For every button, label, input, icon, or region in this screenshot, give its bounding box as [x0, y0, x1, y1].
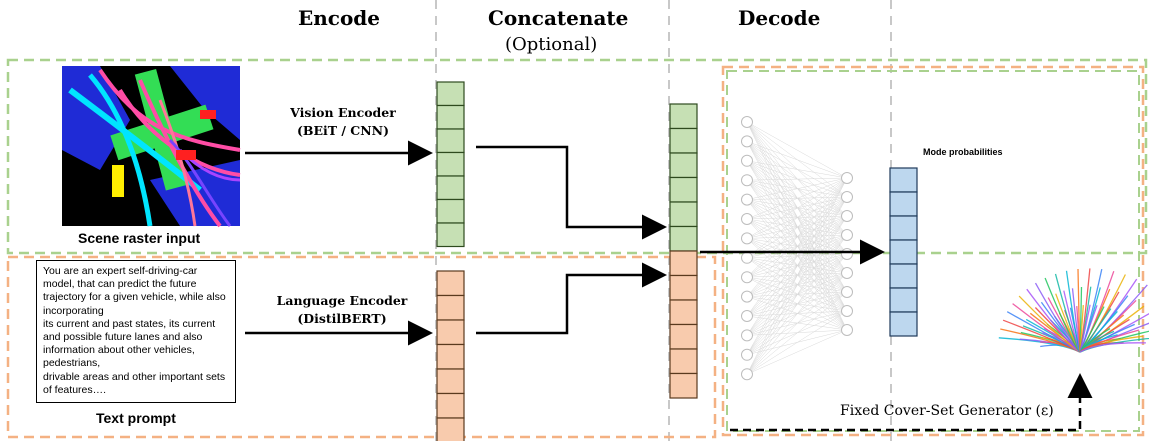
vision-encoder-name: Vision Encoder [290, 105, 396, 120]
concat-vector-orange-cell [669, 274, 698, 301]
text-prompt-caption: Text prompt [96, 410, 176, 426]
vision-vector-cell [436, 151, 465, 177]
network-node [841, 324, 853, 336]
vision-vector-cell [436, 104, 465, 130]
vision-vector-cell [436, 81, 465, 107]
network-node [841, 172, 853, 184]
language-encoder-label: Language Encoder (DistilBERT) [262, 292, 422, 328]
language-vector-cell [436, 294, 465, 321]
network-node [841, 305, 853, 317]
vision-vector-cell [436, 175, 465, 201]
concat-vector-orange-cell [669, 299, 698, 326]
scene-raster-image [62, 66, 241, 228]
mode-vector-cell [889, 215, 918, 241]
decoder-network [741, 116, 853, 381]
concat-vector-orange-cell [669, 250, 698, 277]
language-vector-cell [436, 319, 465, 346]
mode-vector-cell [889, 311, 918, 337]
language-vector-cell [436, 417, 465, 441]
header-optional: (Optional) [505, 34, 598, 55]
concat-vector-orange-cell [669, 323, 698, 350]
language-encoder-name: Language Encoder [276, 293, 408, 308]
network-node [741, 154, 753, 167]
header-decode: Decode [738, 6, 821, 30]
flow-arrows [245, 140, 1093, 432]
vision-vector-cell [436, 128, 465, 154]
network-node [841, 267, 853, 279]
mode-vector-cell [889, 239, 918, 265]
network-node [741, 213, 753, 225]
generator-label: Fixed Cover-Set Generator (ε) [840, 403, 1054, 419]
network-node [841, 229, 853, 241]
network-node [741, 310, 753, 322]
network-node [741, 251, 753, 264]
mode-vector-cell [889, 191, 918, 217]
language-embedding-vector [436, 270, 465, 441]
arrow-generator-feedback [730, 373, 1093, 432]
language-vector-cell [436, 368, 465, 395]
network-node [741, 135, 753, 148]
network-node [841, 248, 853, 260]
network-node [741, 232, 753, 245]
arrow-vision-to-concat [476, 145, 667, 240]
concat-vector-orange-cell [669, 372, 698, 399]
network-node [741, 116, 753, 128]
language-branch-box [6, 255, 717, 439]
mode-vector-cell [889, 167, 918, 193]
text-prompt-box: You are an expert self-driving-car model… [36, 260, 236, 403]
network-node [741, 348, 753, 361]
vision-encoder-model: (BEiT / CNN) [296, 123, 390, 138]
trajectory-fan-image [998, 268, 1149, 353]
vision-vector-cell [436, 198, 465, 224]
mode-vector-cell [889, 287, 918, 313]
network-node [841, 210, 853, 222]
concat-vector-green-cell [669, 103, 698, 130]
vision-encoder-label: Vision Encoder (BEiT / CNN) [268, 104, 418, 140]
mode-vector-cell [889, 263, 918, 289]
vision-vector-cell [436, 222, 465, 248]
vision-embedding-vector [436, 81, 465, 248]
network-node [841, 286, 853, 298]
mode-probabilities-label: Mode probabilities [923, 147, 1003, 157]
concat-vector-green-cell [669, 152, 698, 179]
language-vector-cell [436, 270, 465, 297]
network-node [741, 174, 753, 187]
language-vector-cell [436, 343, 465, 370]
scene-raster-caption: Scene raster input [78, 230, 201, 246]
concat-vector-green-cell [669, 201, 698, 228]
network-node [741, 193, 753, 206]
concat-vector-green-cell [669, 127, 698, 154]
language-vector-cell [436, 392, 465, 419]
arrow-language-to-concat [476, 262, 667, 335]
network-node [841, 191, 853, 203]
vision-branch-box [6, 58, 1148, 255]
concat-vector-green-cell [669, 176, 698, 203]
language-encoder-model: (DistilBERT) [297, 311, 387, 326]
concat-vector-orange-cell [669, 348, 698, 375]
network-node [741, 329, 753, 342]
network-node [741, 290, 753, 303]
header-encode: Encode [298, 6, 381, 30]
concatenated-vector [669, 103, 698, 399]
mode-probabilities-vector [889, 167, 918, 337]
network-node [741, 271, 753, 284]
network-node [741, 368, 753, 381]
concat-vector-green-cell [669, 225, 698, 252]
header-concatenate: Concatenate [488, 6, 629, 30]
trajectory-path [1079, 342, 1146, 353]
